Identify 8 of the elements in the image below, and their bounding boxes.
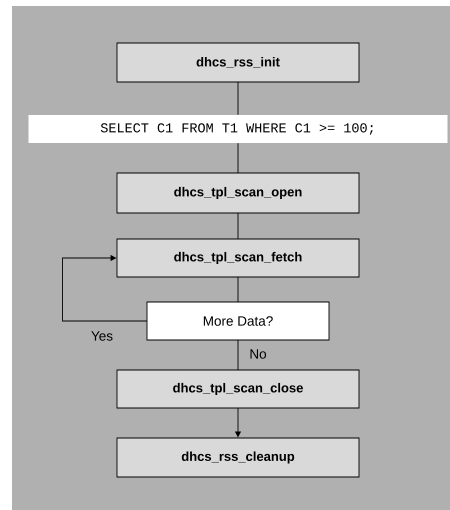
code-box: SELECT C1 FROM T1 WHERE C1 >= 100;	[28, 115, 448, 143]
process-box: dhcs_tpl_scan_close	[116, 370, 360, 408]
arrow	[62, 254, 147, 322]
process-box: dhcs_tpl_scan_fetch	[116, 238, 360, 278]
decision-box: More Data?	[146, 302, 330, 340]
process-box: dhcs_tpl_scan_open	[116, 172, 360, 214]
process-box: dhcs_rss_cleanup	[116, 438, 360, 478]
process-box: dhcs_rss_init	[116, 42, 360, 82]
